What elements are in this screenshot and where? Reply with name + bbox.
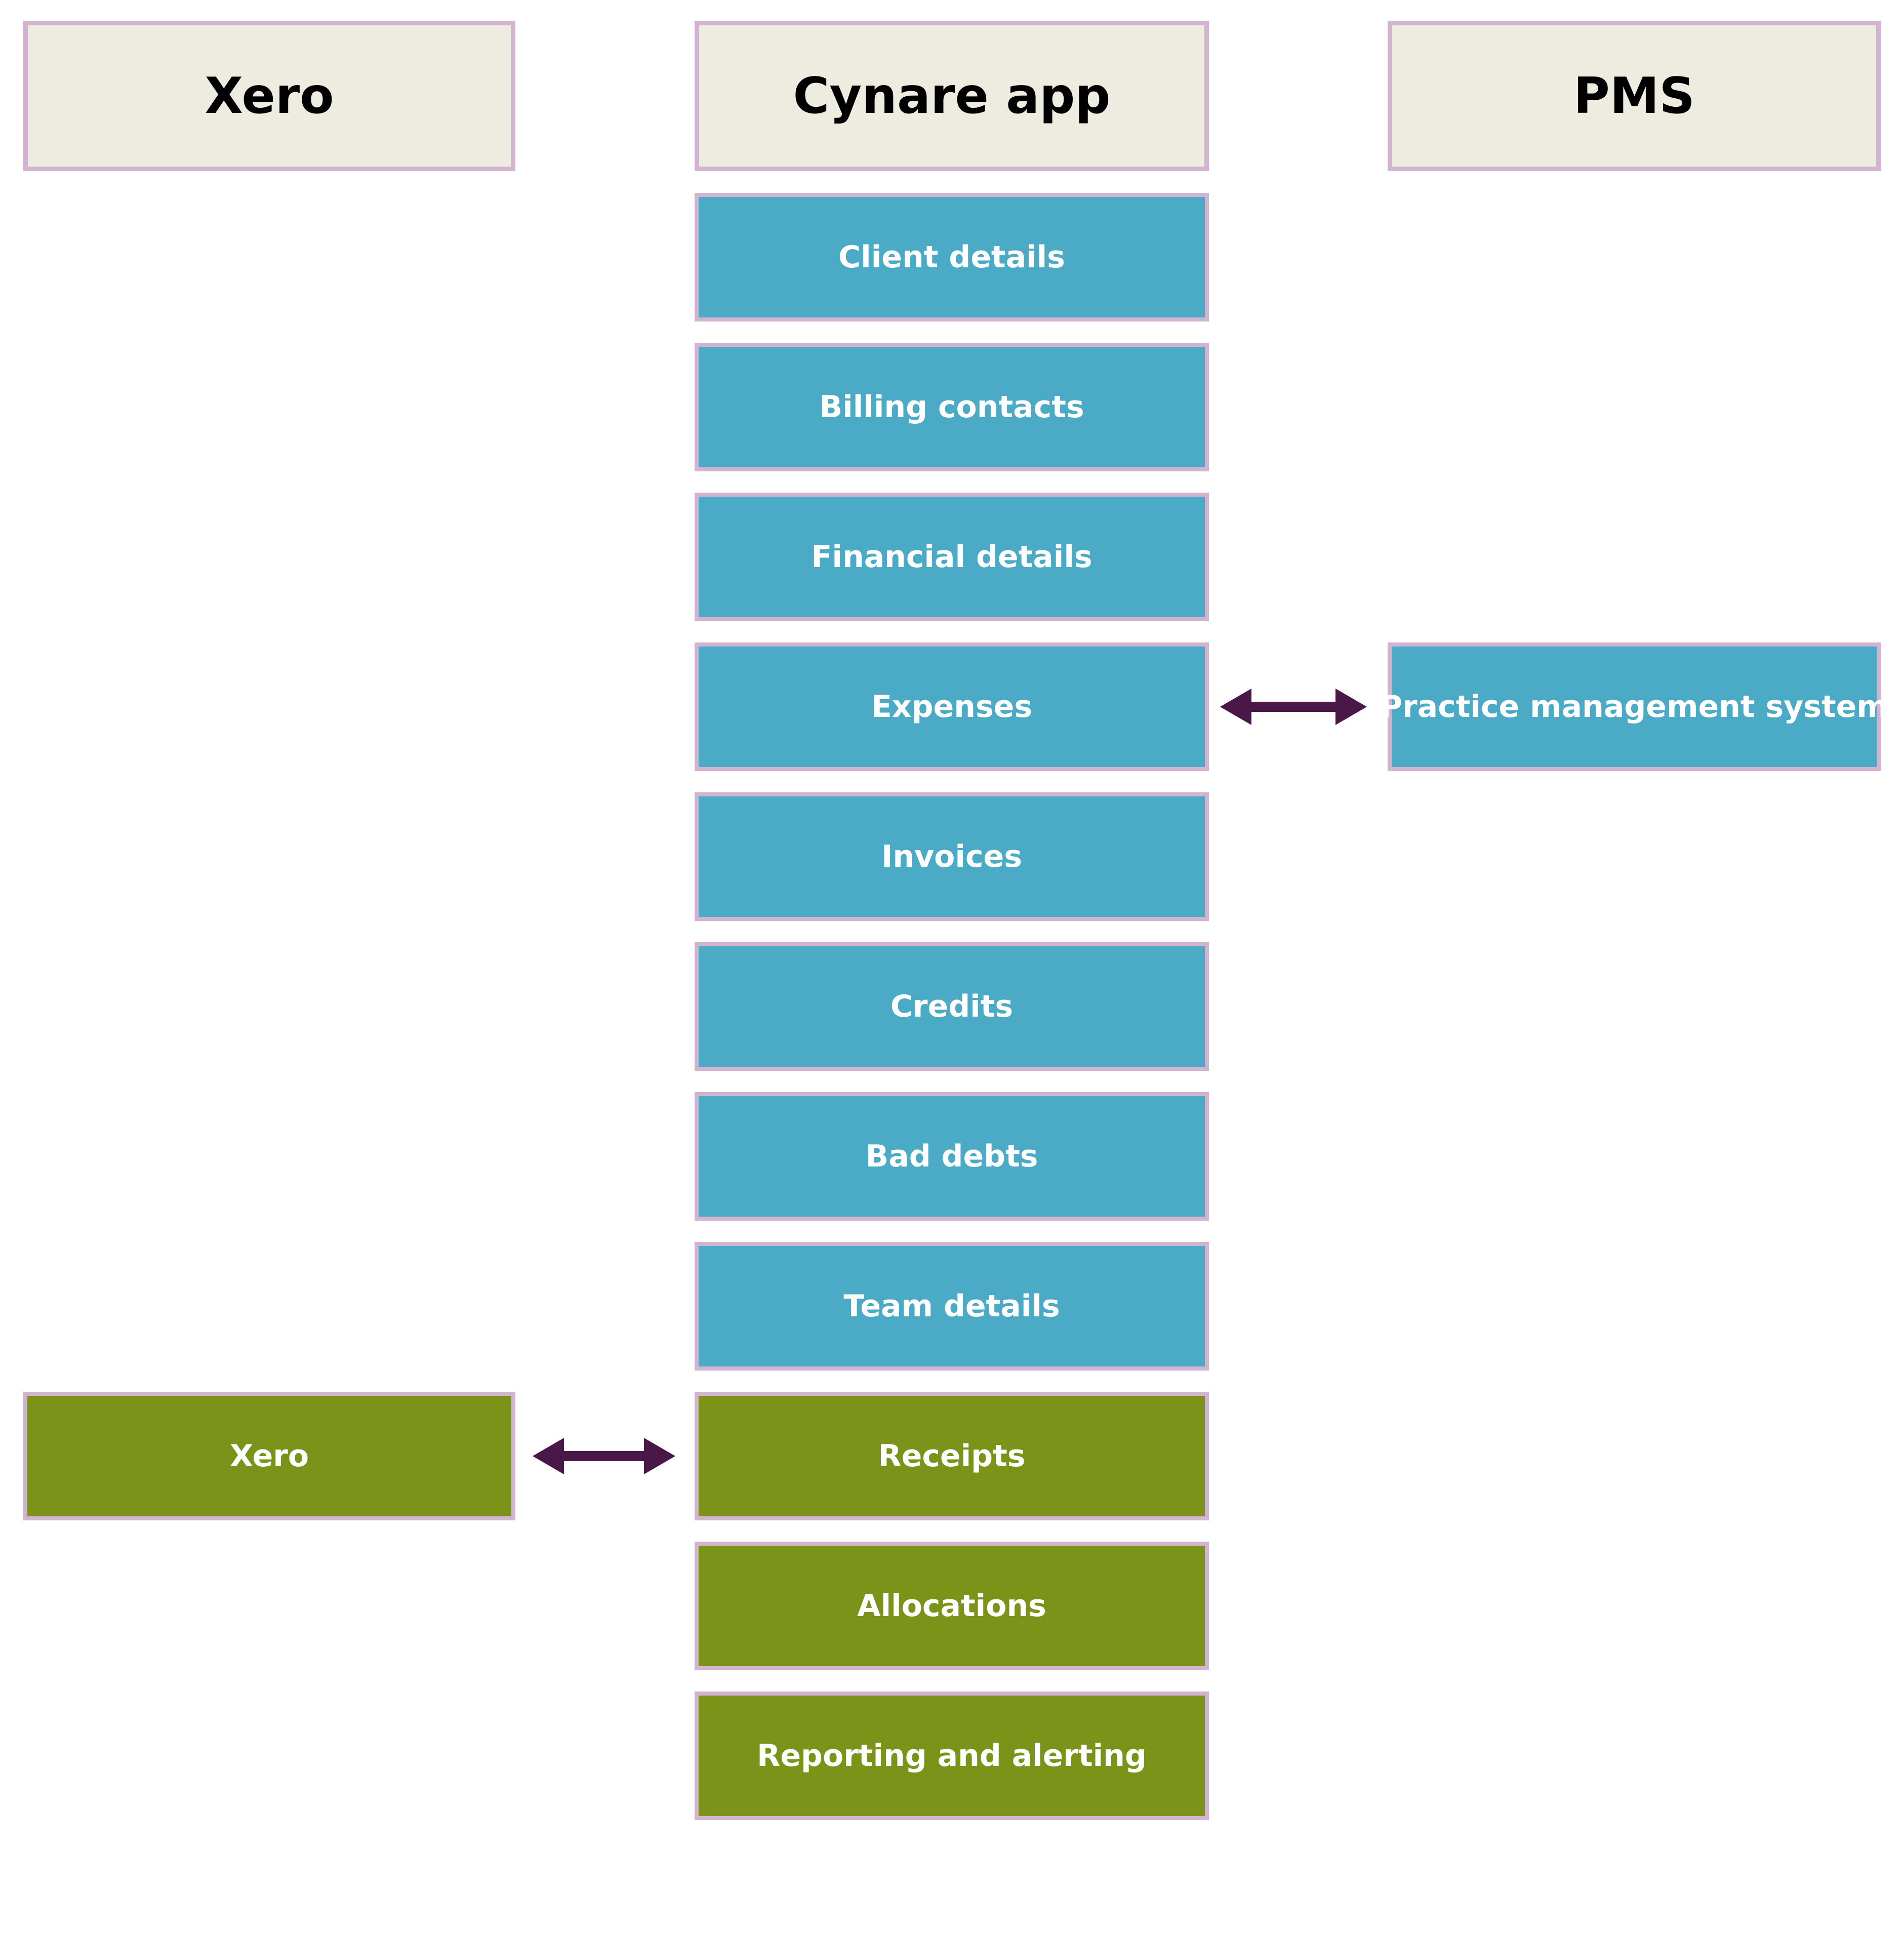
item-label: Allocations: [857, 1588, 1046, 1624]
item-label: Expenses: [871, 689, 1033, 724]
item-reporting-and-alerting: Reporting and alerting: [695, 1692, 1209, 1820]
xero-column-header: Xero: [23, 21, 515, 171]
xero-sync-arrow: [533, 1438, 675, 1474]
item-label: Reporting and alerting: [757, 1738, 1147, 1774]
item-label: Bad debts: [865, 1139, 1038, 1174]
item-receipts: Receipts: [695, 1392, 1209, 1520]
item-label: Credits: [890, 989, 1014, 1024]
item-label: Financial details: [811, 539, 1092, 575]
double-arrow-icon: [533, 1438, 675, 1474]
item-billing-contacts: Billing contacts: [695, 343, 1209, 471]
cynare-column-header-label: Cynare app: [793, 67, 1111, 125]
item-label: Team details: [843, 1288, 1060, 1324]
item-label: Invoices: [881, 839, 1022, 874]
item-client-details: Client details: [695, 193, 1209, 321]
xero-column-header-label: Xero: [205, 67, 334, 125]
item-label: Receipts: [878, 1438, 1026, 1474]
xero-system-label: Xero: [229, 1438, 309, 1474]
pms-system-label: Practice management system: [1380, 689, 1888, 724]
pms-column-header-label: PMS: [1573, 67, 1695, 125]
item-label: Billing contacts: [819, 389, 1084, 425]
item-financial-details: Financial details: [695, 493, 1209, 621]
pms-system-box: Practice management system: [1380, 642, 1888, 771]
item-invoices: Invoices: [695, 792, 1209, 921]
item-allocations: Allocations: [695, 1542, 1209, 1670]
pms-column-header: PMS: [1388, 21, 1881, 171]
item-credits: Credits: [695, 942, 1209, 1071]
double-arrow-icon: [1220, 689, 1367, 725]
item-bad-debts: Bad debts: [695, 1092, 1209, 1221]
pms-sync-arrow: [1220, 689, 1367, 725]
item-team-details: Team details: [695, 1242, 1209, 1371]
xero-system-box: Xero: [23, 1392, 515, 1520]
item-expenses: Expenses: [695, 642, 1209, 771]
cynare-column-header: Cynare app: [695, 21, 1209, 171]
item-label: Client details: [838, 239, 1065, 275]
